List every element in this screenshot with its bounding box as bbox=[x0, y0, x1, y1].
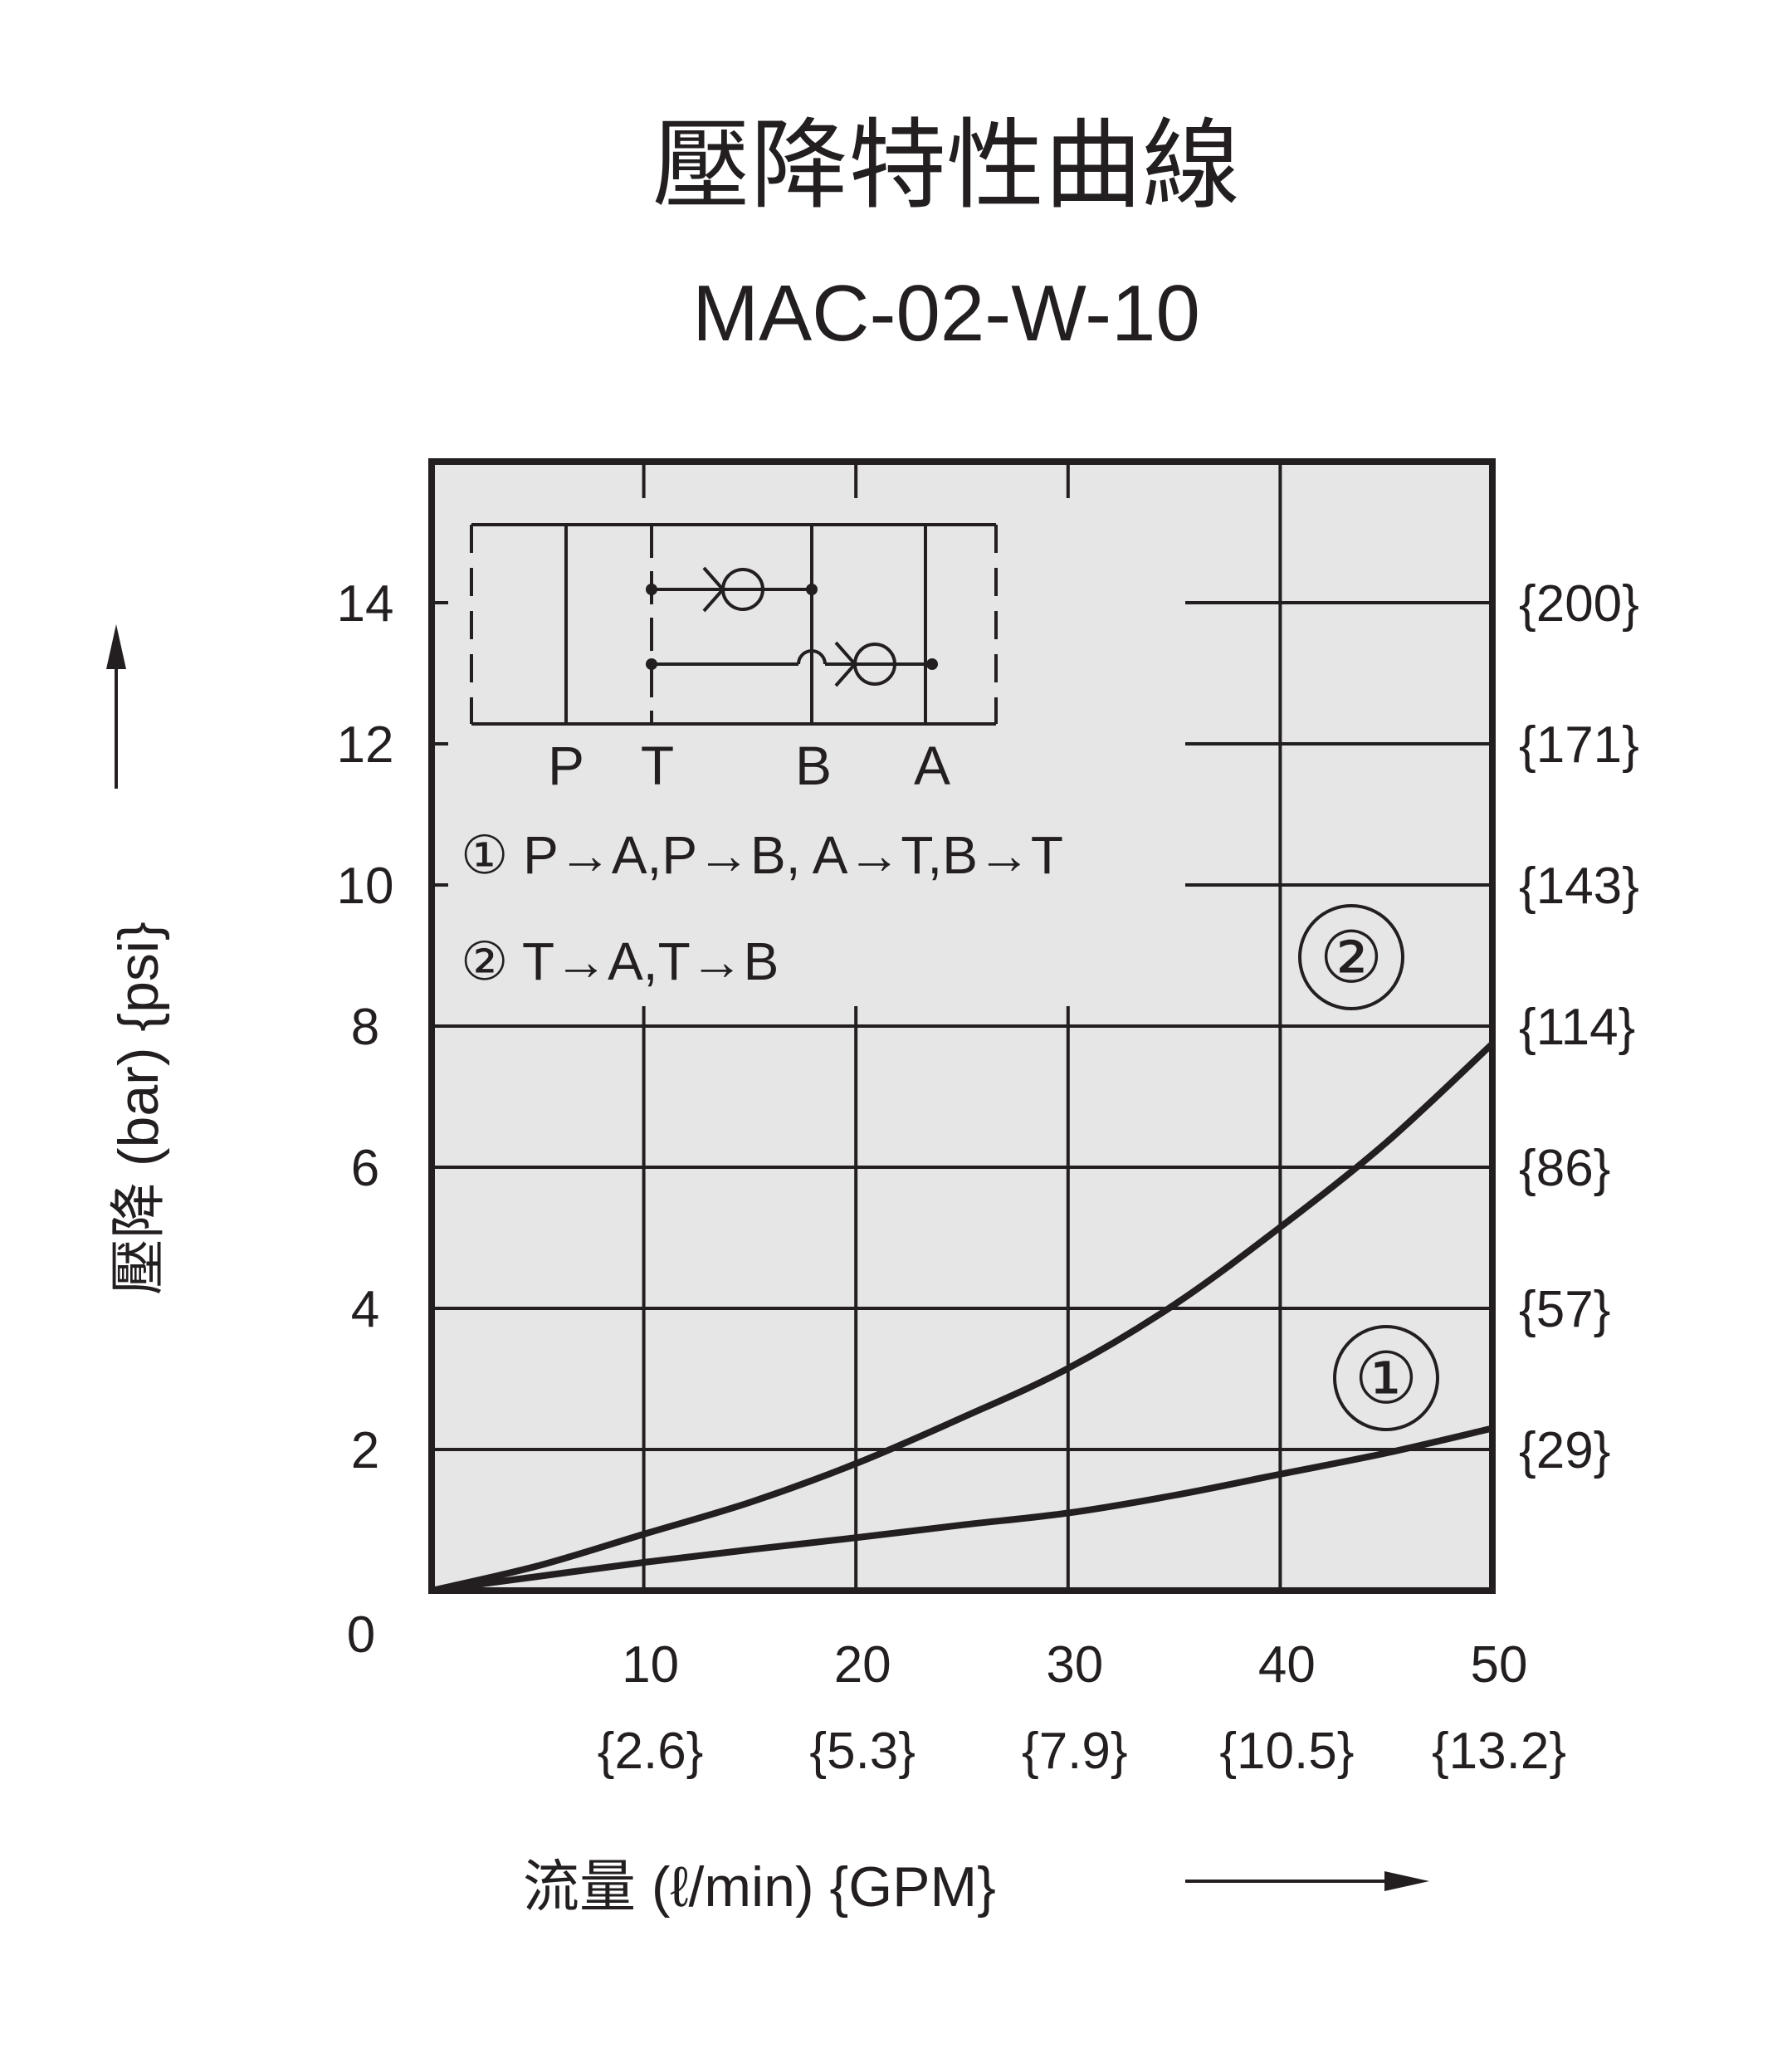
x-tick-label-secondary: {2.6} bbox=[598, 1723, 704, 1780]
port-label-p: P bbox=[548, 735, 584, 796]
x-tick-label: 10 bbox=[622, 1636, 679, 1694]
tick-labels: 2 4 6 8 10 12 14 0 {29} {57} {86} {114} {143} {171} {2… bbox=[337, 575, 1639, 1780]
series-line-2 bbox=[428, 1040, 1496, 1594]
x-tick-label-secondary: {10.5} bbox=[1219, 1723, 1354, 1780]
y-tick-label-secondary: {57} bbox=[1519, 1281, 1610, 1338]
y-tick-label-secondary: {171} bbox=[1519, 716, 1639, 774]
y-tick-label: 6 bbox=[351, 1140, 379, 1197]
y-tick-label: 12 bbox=[337, 716, 394, 774]
legend-entry-2: ② T→A,T→B bbox=[461, 931, 779, 991]
valve-junctions bbox=[646, 584, 938, 670]
chart-title: 壓降特性曲線 bbox=[652, 108, 1240, 222]
port-label-t: T bbox=[641, 735, 674, 796]
y-axis-arrow bbox=[106, 624, 126, 789]
x-tick-label: 40 bbox=[1258, 1636, 1316, 1694]
y-tick-label: 4 bbox=[351, 1281, 379, 1338]
origin-tick-label: 0 bbox=[347, 1606, 375, 1664]
x-tick-label: 20 bbox=[834, 1636, 891, 1694]
y-tick-label: 14 bbox=[337, 575, 394, 633]
legend-panel bbox=[448, 498, 1185, 1006]
y-tick-label: 2 bbox=[351, 1422, 379, 1479]
y-tick-label-secondary: {114} bbox=[1519, 999, 1635, 1056]
port-label-a: A bbox=[914, 735, 950, 796]
y-axis-label: 壓降 (bar) {psi} bbox=[107, 921, 170, 1295]
x-axis-arrow bbox=[1185, 1871, 1429, 1891]
series-line-1 bbox=[428, 1425, 1496, 1594]
port-label-b: B bbox=[795, 735, 832, 796]
valve-symbol bbox=[470, 523, 998, 726]
series-marker-2: ② bbox=[1298, 904, 1404, 1010]
x-tick-label-secondary: {5.3} bbox=[809, 1723, 916, 1780]
x-tick-label-secondary: {7.9} bbox=[1022, 1723, 1128, 1780]
y-tick-label-secondary: {86} bbox=[1519, 1140, 1610, 1197]
series-marker-1: ① bbox=[1333, 1325, 1439, 1431]
chart-subtitle: MAC-02-W-10 bbox=[692, 269, 1200, 358]
x-tick-label-secondary: {13.2} bbox=[1432, 1723, 1566, 1780]
legend-entry-1: ① P→A,P→B, A→T,B→T bbox=[461, 825, 1063, 885]
y-tick-label-secondary: {29} bbox=[1519, 1422, 1610, 1479]
series-marker-1-label: ① bbox=[1354, 1339, 1418, 1419]
y-tick-label-secondary: {200} bbox=[1519, 575, 1639, 633]
series-marker-2-label: ② bbox=[1319, 918, 1383, 998]
y-tick-label-secondary: {143} bbox=[1519, 858, 1639, 915]
x-tick-label: 50 bbox=[1471, 1636, 1528, 1694]
plot-frame bbox=[428, 458, 1496, 1594]
series-lines bbox=[428, 1040, 1496, 1594]
y-tick-label: 8 bbox=[351, 999, 379, 1056]
y-tick-label: 10 bbox=[337, 858, 394, 915]
x-axis-label: 流量 (ℓ/min) {GPM} bbox=[523, 1855, 996, 1919]
x-tick-label: 30 bbox=[1046, 1636, 1103, 1694]
